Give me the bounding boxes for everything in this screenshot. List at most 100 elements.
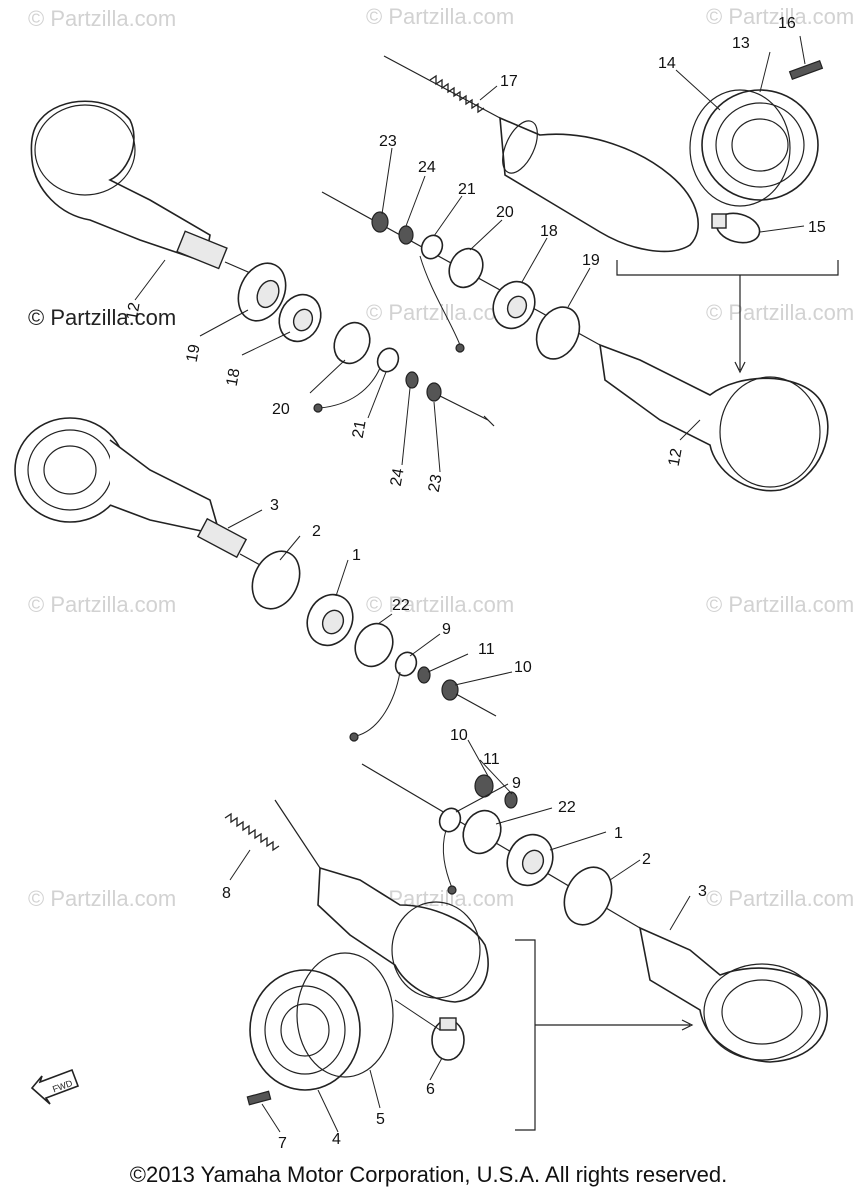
spring — [429, 74, 485, 114]
gasket — [535, 306, 581, 360]
flasher-stem — [176, 230, 228, 270]
nut — [405, 371, 419, 389]
flasher-shell — [30, 100, 211, 264]
callout-17: 17 — [500, 73, 518, 90]
callout-10a: 10 — [514, 659, 532, 676]
flasher-lens-rim — [34, 104, 136, 196]
nut — [504, 791, 518, 809]
flasher-body — [317, 866, 489, 1003]
wire-lead — [319, 367, 381, 409]
watermark: © Partzilla.com — [366, 592, 514, 617]
callout-12b: 12 — [666, 447, 686, 468]
watermark: © Partzilla.com — [28, 592, 176, 617]
wire-lead — [442, 829, 453, 889]
callout-13: 13 — [732, 35, 750, 52]
watermark: © Partzilla.com — [366, 4, 514, 29]
damper-hole — [506, 295, 528, 319]
callout-9a: 9 — [442, 621, 451, 638]
callout-1b: 1 — [614, 825, 623, 842]
mount-bolt — [239, 553, 263, 567]
lock-washer — [394, 651, 418, 677]
spring — [224, 812, 280, 852]
callout-24b: 24 — [388, 467, 408, 488]
stud — [455, 693, 497, 717]
fwd-arrow: FWD — [30, 1068, 80, 1105]
wire-terminal — [447, 885, 457, 895]
watermark: © Partzilla.com — [706, 592, 854, 617]
watermark-prominent: © Partzilla.com — [28, 305, 176, 330]
gasket — [563, 866, 613, 926]
flasher-shell — [599, 343, 829, 492]
watermark: © Partzilla.com — [28, 6, 176, 31]
watermark: © Partzilla.com — [706, 886, 854, 911]
flasher-shell — [638, 926, 828, 1063]
flasher-lens — [249, 969, 361, 1091]
callout-2b: 2 — [642, 851, 651, 868]
callout-12a: 12 — [124, 301, 144, 322]
callout-20b: 20 — [272, 401, 290, 418]
flasher-assembly-upper-right — [321, 55, 839, 492]
stud-tip — [483, 415, 495, 427]
callout-1a: 1 — [352, 547, 361, 564]
callout-9b: 9 — [512, 775, 521, 792]
washer — [448, 247, 484, 289]
copyright-footer: ©2013 Yamaha Motor Corporation, U.S.A. A… — [129, 1162, 728, 1187]
flasher-assembly-lower — [224, 763, 828, 1131]
stud — [439, 395, 489, 421]
lens-pattern — [264, 985, 346, 1075]
callout-23a: 23 — [379, 133, 397, 150]
callout-21b: 21 — [350, 419, 370, 440]
nut — [426, 382, 442, 402]
watermark: © Partzilla.com — [706, 300, 854, 325]
callout-16: 16 — [778, 15, 796, 32]
callout-23b: 23 — [426, 473, 446, 494]
wire-terminal — [455, 343, 465, 353]
callout-5: 5 — [376, 1111, 385, 1128]
lens-screw — [246, 1090, 272, 1106]
wire-terminal — [313, 403, 323, 413]
callout-7: 7 — [278, 1135, 287, 1152]
callout-19b: 19 — [184, 343, 204, 364]
lens-pattern — [715, 102, 805, 188]
callout-3a: 3 — [270, 497, 279, 514]
watermark: © Partzilla.com — [706, 4, 854, 29]
callout-19a: 19 — [582, 252, 600, 269]
gasket-hole — [256, 279, 280, 309]
watermark: © Partzilla.com — [28, 886, 176, 911]
wire-lead — [355, 671, 401, 737]
wire-lead — [419, 255, 461, 346]
callout-2a: 2 — [312, 523, 321, 540]
callout-4: 4 — [332, 1131, 341, 1148]
damper-hole — [321, 609, 345, 635]
lock-washer — [438, 807, 462, 833]
lens-pattern — [721, 979, 803, 1045]
flasher-assembly-middle-left — [14, 417, 497, 742]
callout-18b: 18 — [224, 367, 244, 388]
body-collar — [502, 120, 538, 174]
watermark-layer: © Partzilla.com © Partzilla.com © Partzi… — [28, 4, 854, 911]
damper-hole — [292, 308, 314, 332]
bulb-base — [711, 213, 727, 229]
washer — [462, 809, 502, 855]
lens-pattern — [280, 1003, 330, 1057]
flasher-assembly-upper-left — [30, 100, 495, 427]
gasket — [251, 550, 301, 610]
fwd-arrow-shape — [30, 1068, 80, 1105]
lens-screw — [788, 59, 824, 81]
arrow — [535, 1019, 694, 1031]
cable — [274, 799, 321, 869]
bulb-base — [439, 1017, 457, 1031]
callout-18a: 18 — [540, 223, 558, 240]
flasher-lens — [703, 963, 821, 1061]
wire-terminal — [349, 732, 359, 742]
nut — [398, 225, 414, 245]
callout-6: 6 — [426, 1081, 435, 1098]
washer — [354, 622, 394, 668]
callout-20a: 20 — [496, 204, 514, 221]
flasher-body — [109, 439, 222, 537]
flasher-lens-rim — [719, 376, 821, 488]
callout-15: 15 — [808, 219, 826, 236]
leader-line — [394, 999, 441, 1031]
lens-rim — [296, 952, 394, 1078]
